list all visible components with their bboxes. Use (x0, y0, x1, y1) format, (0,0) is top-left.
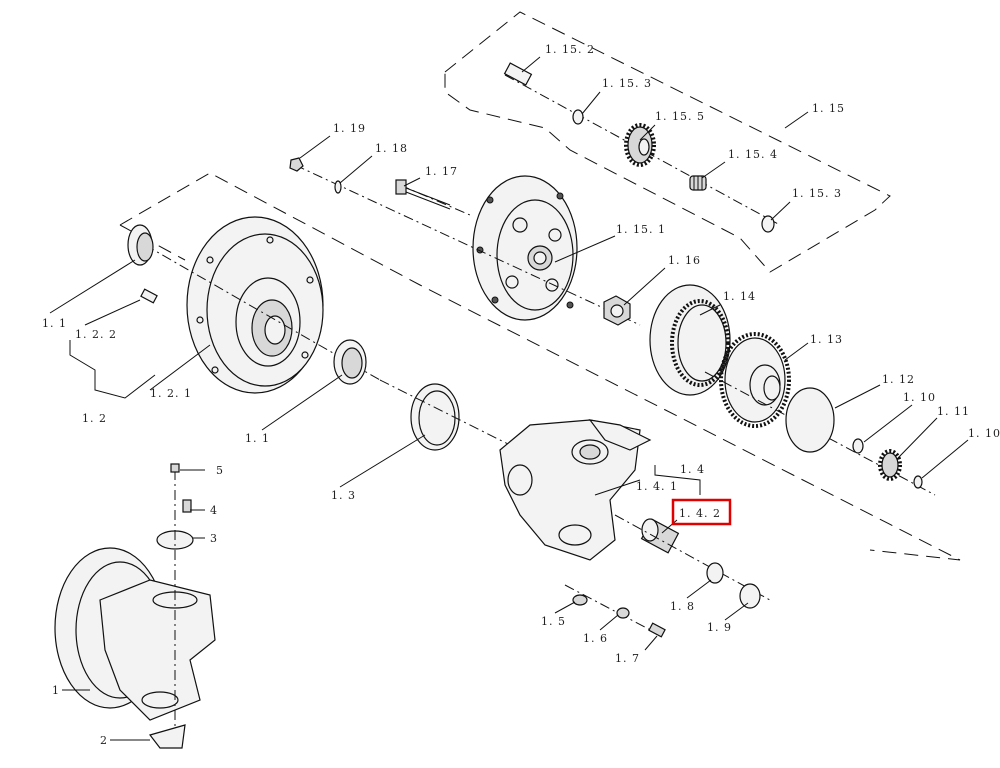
bearing-part-inner (333, 339, 367, 385)
label-1-1-right: 1. 1 (245, 432, 270, 445)
wheel-hub-part (186, 216, 324, 394)
hub-group-boundary (119, 172, 961, 561)
label-1-8: 1. 8 (670, 600, 695, 613)
label-1-16: 1. 16 (668, 254, 701, 267)
shaft-axis (704, 371, 936, 496)
label-1-2-2: 1. 2. 2 (75, 328, 117, 341)
label-1-4-2: 1. 4. 2 (679, 507, 721, 520)
highlight-box-1-4-2 (671, 498, 732, 526)
label-1-15-1: 1. 15. 1 (616, 223, 666, 236)
label-1-18: 1. 18 (375, 142, 408, 155)
label-5: 5 (216, 464, 224, 477)
pin-part-a (572, 594, 588, 606)
label-1-12: 1. 12 (882, 373, 915, 386)
label-1-2-1: 1. 2. 1 (150, 387, 192, 400)
bearing-part-outer (127, 224, 154, 266)
label-1-14: 1. 14 (723, 290, 756, 303)
snap-ring-part-a (572, 109, 584, 125)
label-1-15-4: 1. 15. 4 (728, 148, 778, 161)
label-1-15-3-bottom: 1. 15. 3 (792, 187, 842, 200)
assembled-view (54, 463, 216, 749)
label-1-10-top: 1. 10 (903, 391, 936, 404)
sun-gear-hub-part (719, 332, 791, 428)
nut-part (289, 157, 304, 172)
label-1-2: 1. 2 (82, 412, 107, 425)
washer-part (334, 180, 342, 194)
snap-ring-part-c (852, 438, 864, 454)
needle-bearing-part (689, 175, 707, 191)
bracket-1-2 (69, 340, 156, 399)
bolt-axis (289, 157, 641, 326)
bolt-part (395, 179, 451, 210)
label-1-10-bottom: 1. 10 (968, 427, 1000, 440)
o-ring-part (785, 387, 835, 453)
label-1-6: 1. 6 (583, 632, 608, 645)
planet-carrier-part (472, 175, 578, 321)
label-1-13: 1. 13 (810, 333, 843, 346)
leader-lines (49, 56, 969, 741)
seal-ring-part (739, 583, 761, 609)
wheel-stud-part (140, 288, 158, 304)
label-1-17: 1. 17 (425, 165, 458, 178)
label-3: 3 (210, 532, 218, 545)
small-gear-part (878, 449, 902, 481)
label-1-4-1: 1. 4. 1 (636, 480, 678, 493)
snap-ring-part-d (913, 475, 923, 489)
snap-ring-part-e (706, 562, 724, 584)
label-1-15-5: 1. 15. 5 (655, 110, 705, 123)
label-1-15: 1. 15 (812, 102, 845, 115)
part-labels: 1. 15. 2 1. 15. 3 1. 15. 5 1. 15 1. 15. … (42, 43, 1000, 747)
steering-knuckle-part (499, 419, 652, 561)
label-1-19: 1. 19 (333, 122, 366, 135)
label-1-9: 1. 9 (707, 621, 732, 634)
bracket-1-4 (654, 465, 701, 495)
label-1-1-left: 1. 1 (42, 317, 67, 330)
ring-gear-part (649, 284, 731, 396)
label-1-5: 1. 5 (541, 615, 566, 628)
pin-part-b (616, 607, 630, 619)
planet-pin-part (503, 62, 533, 86)
label-1-15-3-top: 1. 15. 3 (602, 77, 652, 90)
label-1-4: 1. 4 (680, 463, 705, 476)
planet-gear-axis (503, 62, 781, 233)
label-1-11: 1. 11 (937, 405, 970, 418)
bolt-part-b (648, 622, 666, 638)
label-2: 2 (100, 734, 108, 747)
label-1-15-2: 1. 15. 2 (545, 43, 595, 56)
seal-part (410, 383, 460, 451)
planet-gear-part (624, 123, 656, 167)
label-1-3: 1. 3 (331, 489, 356, 502)
label-4: 4 (210, 504, 218, 517)
label-1-7: 1. 7 (615, 652, 640, 665)
label-1: 1 (52, 684, 60, 697)
